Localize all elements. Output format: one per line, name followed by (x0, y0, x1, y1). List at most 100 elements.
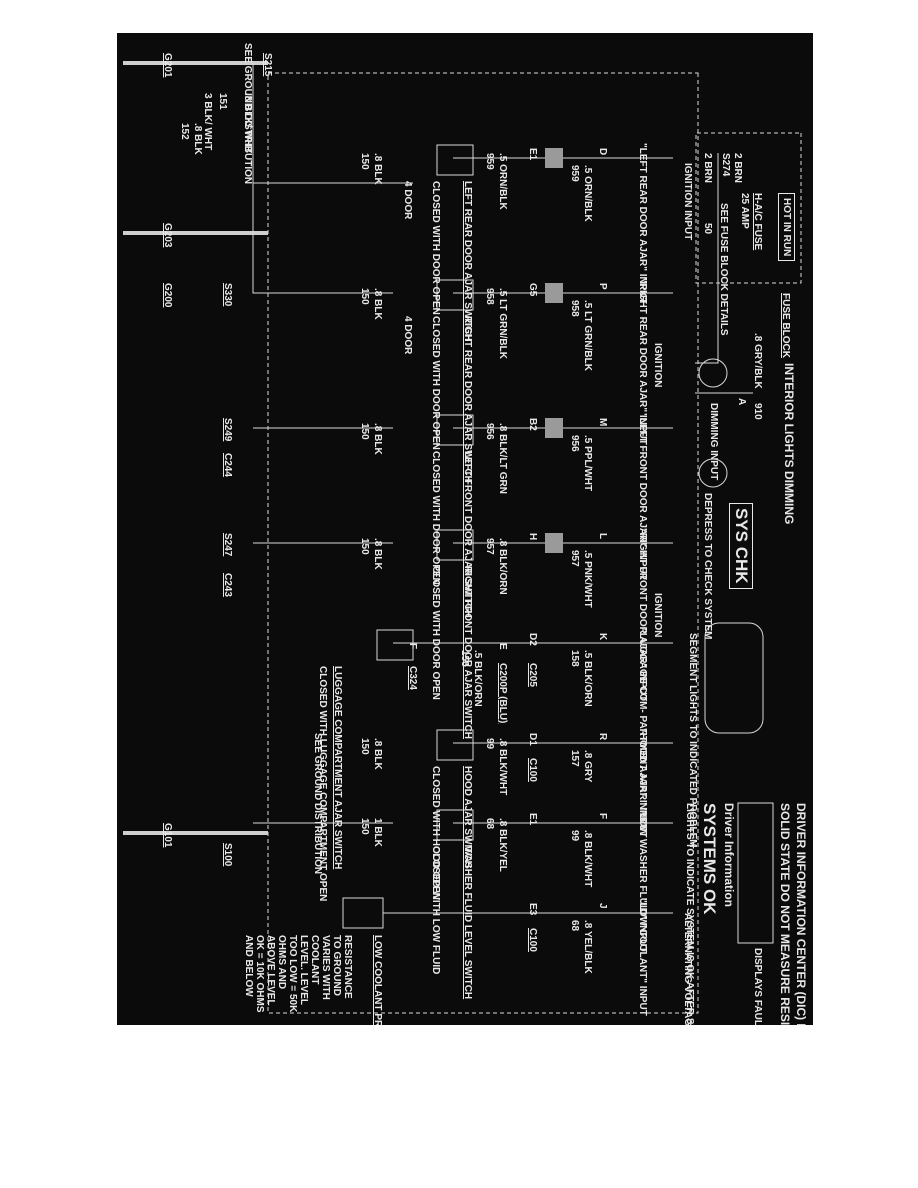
switch-lr-desc: CLOSED WITH DOOR OPEN (430, 181, 441, 315)
circuit-956-num: 956 (569, 435, 580, 452)
circuit-157-num: 157 (569, 750, 580, 767)
switch-hood-symbol (436, 729, 474, 761)
switch-washer-symbol (436, 809, 474, 841)
switch-rr-wire: .5 LT GRN/BLK (497, 288, 508, 359)
splice-block-3 (545, 418, 563, 438)
switch-rr-num: 958 (484, 288, 495, 305)
luggage-num: 158 (459, 650, 470, 667)
circuit-957-num: 957 (569, 550, 580, 567)
circuit-99-wire: .8 BLK/WHT (582, 830, 593, 888)
coolant-desc: RESISTANCE TO GROUND VARIES WITH COOLANT… (243, 935, 353, 1013)
ignition-label-2: IGNITION (652, 593, 663, 638)
car-outline (704, 622, 764, 734)
switch-rf-gnd-num: 150 (359, 538, 370, 555)
diagram-stage: HOT IN RUN H-A/C FUSE 25 AMP FUSE BLOCK … (117, 33, 813, 1025)
conn-d2: D2 (527, 633, 538, 646)
switch-washer-name: WASHER FLUID LEVEL SWITCH (462, 846, 473, 1000)
conn-e1-b: E1 (527, 813, 538, 826)
pin-f: F (597, 813, 608, 820)
fuse-splice: S274 (720, 153, 731, 177)
coolant-probe-symbol (342, 897, 384, 929)
ground-s247: S247 (222, 533, 233, 557)
switch-washer-num: 68 (484, 818, 495, 830)
fuse-block-details: SEE FUSE BLOCK DETAILS (718, 203, 729, 336)
ground-wire-8blk: .8 BLK (192, 123, 203, 155)
switch-hood-wire: .8 BLK/WHT (497, 738, 508, 796)
circuit-958-num: 958 (569, 300, 580, 317)
switch-hood-num: 99 (484, 738, 495, 750)
dimming-lamp-1 (698, 358, 728, 388)
switch-lf-desc: CLOSED WITH DOOR OPEN (430, 451, 441, 585)
interior-lights-circuit: 910 (752, 403, 763, 420)
conn-h: H (527, 533, 538, 541)
switch-lf-gnd-num: 150 (359, 423, 370, 440)
switch-rf-symbol (436, 529, 474, 561)
luggage-c200p: C200P (BLU) (497, 663, 508, 724)
switch-washer-gnd-num: 150 (359, 818, 370, 835)
switch-luggage-symbol (376, 629, 414, 661)
switch-rr-gnd: .8 BLK (372, 288, 383, 320)
luggage-pin-e: E (497, 643, 508, 650)
systems-ok-label: SYSTEMS OK (700, 803, 719, 915)
switch-lr-variant: 4 DOOR (402, 181, 413, 220)
dic-display-title: Driver Information (722, 803, 736, 908)
ground-s249: S249 (222, 418, 233, 442)
circuit-68-num: 68 (569, 920, 580, 932)
ignition-label-1: IGNITION (652, 343, 663, 388)
pin-l: L (597, 533, 608, 540)
ground-s330: S330 (222, 283, 233, 307)
splice-block-4 (545, 533, 563, 553)
switch-rr-desc: CLOSED WITH DOOR OPEN (430, 316, 441, 450)
switch-lr-wire: .5 ORN/BLK (497, 153, 508, 210)
switch-washer-wire: .8 BLK/YEL (497, 818, 508, 872)
luggage-wire: .5 BLK/ORN (472, 650, 483, 707)
splice-block-1 (545, 148, 563, 168)
see-ground-dist: SEE GROUND DISTRIBUTION (312, 733, 323, 875)
circuit-956-wire: .5 PPL/WHT (582, 435, 593, 492)
ignition-input-label: IGNITION INPUT (682, 163, 693, 241)
switch-washer-desc: CLOSED WITH LOW FLUID (430, 846, 441, 975)
depress-note: DEPRESS TO CHECK SYSTEM (702, 493, 713, 640)
switch-lf-num: 956 (484, 423, 495, 440)
switch-lr-gnd: .8 BLK (372, 153, 383, 185)
fuse-wire-bot: 2 BRN (702, 153, 713, 184)
pin-r: R (597, 733, 608, 741)
switch-lf-symbol (436, 414, 474, 446)
interior-lights-pin: A (736, 398, 747, 406)
hot-in-run-label: HOT IN RUN (781, 198, 792, 257)
ground-c243: C243 (222, 573, 233, 597)
fuse-rating: 25 AMP (739, 193, 750, 229)
diagram-panel: HOT IN RUN H-A/C FUSE 25 AMP FUSE BLOCK … (117, 33, 813, 1025)
ground-g101: G101 (162, 823, 173, 848)
wiring-svg (123, 61, 802, 1014)
switch-hood-gnd-num: 150 (359, 738, 370, 755)
ground-g203: G203 (162, 223, 173, 248)
circuit-958-wire: .5 LT GRN/BLK (582, 300, 593, 371)
hot-in-run-box: HOT IN RUN (778, 193, 795, 262)
dimming-lamp-2 (698, 458, 728, 488)
circuit-957-wire: .5 PNK/WHT (582, 550, 593, 608)
ground-c244: C244 (222, 453, 233, 477)
circuit-158-num: 158 (569, 650, 580, 667)
dic-segments (737, 802, 774, 944)
circuit-99-num: 99 (569, 830, 580, 842)
switch-rf-desc: CLOSED WITH DOOR OPEN (430, 566, 441, 700)
input-coolant: "LOW COOLANT" INPUT (637, 898, 648, 1016)
fuse-circuit: 50 (702, 223, 713, 235)
segment-note: SEGMENT LIGHTS TO INDICATED PROBLEM (687, 633, 698, 848)
ground-wire-8blk-wht: .8 BLK/ WHT (242, 93, 253, 153)
luggage-name: LUGGAGE COMPARTMENT AJAR SWITCH (332, 666, 343, 870)
fuse-block-title: FUSE BLOCK (780, 293, 791, 358)
switch-lr-num: 959 (484, 153, 495, 170)
switch-lf-wire: .8 BLK/LT GRN (497, 423, 508, 494)
conn-e3: E3 (527, 903, 538, 916)
interior-lights-title: INTERIOR LIGHTS DIMMING (782, 363, 796, 525)
circuit-68-wire: .8 YEL/BLK (582, 920, 593, 974)
fuse-block-outline (695, 132, 802, 284)
ground-num-152: 152 (179, 123, 190, 140)
switch-washer-gnd: 1 BLK (372, 818, 383, 847)
conn-d1: D1 (527, 733, 538, 746)
displays-fault-label: DISPLAYS FAULT (752, 948, 763, 1025)
switch-lr-symbol (436, 144, 474, 176)
ground-wire-3blk: 3 BLK/ WHT (202, 93, 213, 151)
